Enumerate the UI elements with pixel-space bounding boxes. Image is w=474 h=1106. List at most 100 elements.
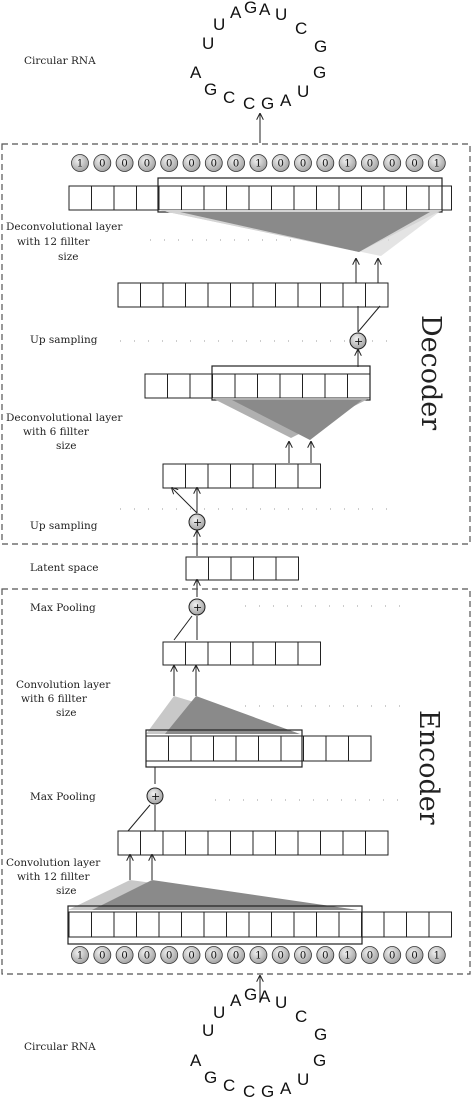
rna-bottom-base-4: G — [244, 985, 257, 1004]
rna-bottom-base-10: U — [297, 1070, 309, 1089]
rna-bottom-base-2: U — [213, 1003, 225, 1022]
input-seq-cell-17 — [428, 911, 452, 938]
output-seq-cell-13 — [338, 185, 362, 211]
encoder-input-bit-16-value: 0 — [411, 951, 417, 962]
decoder-frame — [1, 143, 471, 545]
encoder-input-bit-10-icon — [271, 946, 290, 964]
upsampled7-cell-4 — [230, 463, 254, 489]
input-seq-cell-3 — [113, 911, 137, 938]
encoder-input-bit-4-icon — [137, 946, 156, 964]
conv12-out-cell-6 — [230, 830, 254, 856]
rna-bottom-base-8: G — [314, 1025, 327, 1044]
decoder-output-bit-16-icon — [405, 154, 424, 172]
pooled7-cell-3 — [207, 641, 231, 666]
conv6-in-cell-9 — [325, 735, 349, 762]
upsampled8-cell-12 — [365, 282, 389, 308]
deconv6-out-cell-1 — [144, 373, 168, 399]
maxpool-1-line-a — [173, 615, 193, 641]
rna-bottom-base-12: G — [261, 1082, 274, 1101]
decoder-output-bit-13-icon — [338, 154, 357, 172]
output-seq-cell-4 — [136, 185, 160, 211]
upsampled7-cell-6 — [275, 463, 299, 489]
decoder-output-bit-4-value: 0 — [144, 159, 150, 170]
rna-top-base-5: A — [259, 0, 271, 19]
conv12-receptive-window — [67, 905, 363, 945]
decoder-output-bit-10-icon — [271, 154, 290, 172]
deconv6-out-cell-5 — [234, 373, 258, 399]
rna-top-base-7: C — [295, 19, 307, 38]
pooled-row-7 — [162, 641, 321, 666]
latent-cell-4 — [253, 556, 277, 581]
plus-node-4-icon — [146, 787, 164, 805]
input-seq-cell-1 — [68, 911, 92, 938]
deconv6-out-cell-4 — [212, 373, 236, 399]
encoder-input-bit-12-icon — [316, 946, 335, 964]
upsampled-row-7 — [162, 463, 321, 489]
conv6-label-line-1: Convolution layer — [16, 679, 111, 691]
decoder-title: Decoder — [415, 315, 446, 430]
upsampled7-cell-7 — [297, 463, 321, 489]
decoder-output-bit-11-icon — [294, 154, 312, 172]
upsampled8-cell-7 — [252, 282, 276, 308]
encoder-input-bit-3-icon — [115, 946, 134, 964]
plus-node-maxpool-2: + — [146, 787, 164, 805]
conv6-in-cell-2 — [168, 735, 192, 762]
deconv6-output-row — [144, 373, 371, 399]
conv6-in-cell-1 — [145, 735, 169, 762]
encoder-title: Encoder — [413, 710, 444, 825]
upsampled8-cell-11 — [342, 282, 366, 308]
decoder-output-bit-10-value: 0 — [278, 159, 284, 170]
deconv6-label-line-3: size — [56, 440, 77, 452]
deconv6-label-line-1: Deconvolutional layer — [6, 412, 123, 424]
decoder-output-bit-5-value: 0 — [166, 159, 172, 170]
conv12-out-cell-3 — [162, 830, 186, 856]
output-seq-cell-5 — [158, 185, 182, 211]
encoder-input-bit-13-icon — [338, 946, 357, 964]
pooled7-cell-5 — [252, 641, 276, 666]
encoder-frame — [1, 588, 471, 975]
output-seq-cell-16 — [406, 185, 430, 211]
upsampled8-cell-10 — [320, 282, 344, 308]
encoder-input-bit-11-icon — [294, 946, 312, 964]
upsampled8-cell-2 — [140, 282, 164, 308]
input-seq-cell-10 — [271, 911, 295, 938]
encoder-input-bit-15-value: 0 — [389, 951, 395, 962]
rna-top-base-3: A — [230, 3, 242, 22]
upsampled7-cell-1 — [162, 463, 186, 489]
upsampled8-cell-5 — [207, 282, 231, 308]
decoder-output-bit-14-icon — [360, 154, 379, 172]
rna-bottom-base-16: A — [190, 1051, 202, 1070]
rna-top-base-10: U — [297, 82, 309, 101]
encoder-input-bit-15-icon — [383, 946, 402, 964]
conv6-receptive-window — [145, 729, 303, 768]
latent-cell-1 — [185, 556, 209, 581]
rna-bottom-base-6: U — [275, 993, 287, 1012]
conv12-out-cell-9 — [297, 830, 321, 856]
upsampled8-cell-6 — [230, 282, 254, 308]
output-seq-cell-2 — [91, 185, 115, 211]
conv6-in-cell-4 — [213, 735, 237, 762]
decoder-output-bit-8-value: 0 — [233, 159, 239, 170]
conv12-out-cell-12 — [365, 830, 389, 856]
input-seq-cell-4 — [136, 911, 160, 938]
encoder-input-bit-7-value: 0 — [211, 951, 217, 962]
encoder-input-bit-14-value: 0 — [367, 951, 373, 962]
decoder-output-bit-8-icon — [227, 154, 246, 172]
deconv6-out-cell-9 — [324, 373, 348, 399]
encoder-input-sequence-row — [68, 911, 452, 938]
input-seq-cell-14 — [361, 911, 385, 938]
latent-cell-5 — [275, 556, 299, 581]
upsampling-2-label: Up sampling — [30, 520, 98, 532]
encoder-input-bit-2-value: 0 — [99, 951, 105, 962]
conv6-in-cell-5 — [235, 735, 259, 762]
encoder-input-bit-17-icon — [427, 946, 446, 964]
rna-bottom-base-7: C — [295, 1007, 307, 1026]
rna-top-base-8: G — [314, 37, 327, 56]
decoder-output-bit-1-icon — [71, 154, 89, 172]
decoder-output-bit-14-value: 0 — [367, 159, 373, 170]
decoder-output-bit-6-icon — [182, 154, 201, 172]
decoder-output-bit-2-icon — [93, 154, 112, 172]
plus-node-upsampling-2: + — [188, 513, 206, 531]
rna-bottom-base-5: A — [259, 987, 271, 1006]
encoder-input-bit-6-value: 0 — [188, 951, 194, 962]
